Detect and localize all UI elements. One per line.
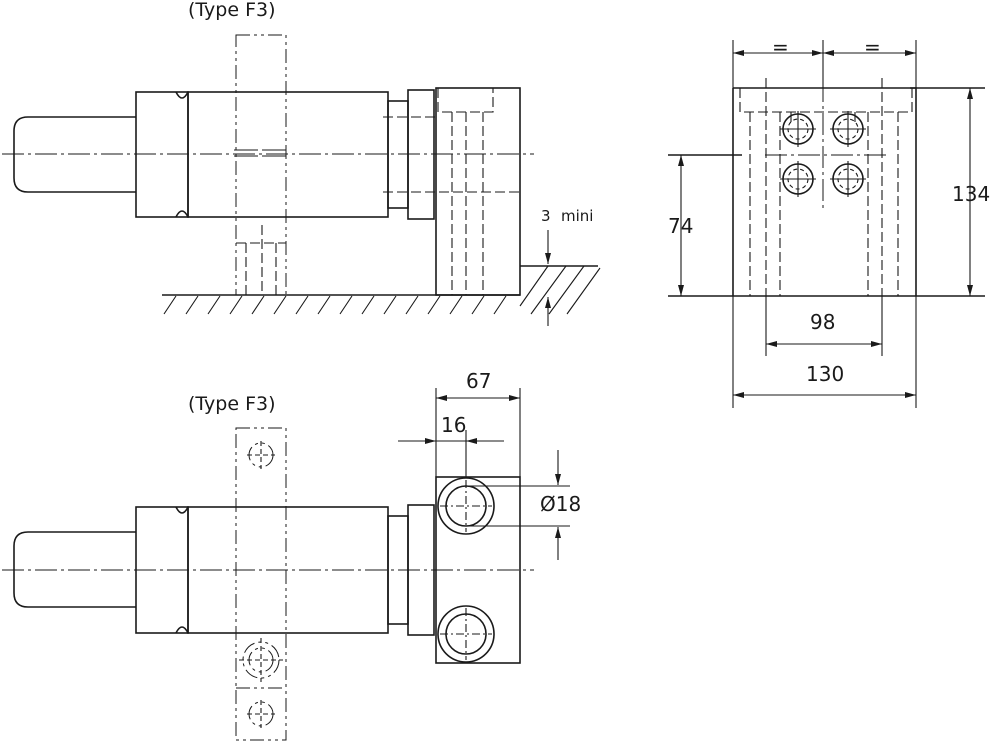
phantom-foot [235, 34, 287, 296]
dim-134: 134 [952, 182, 990, 206]
end-view: = = 134 74 98 130 [668, 35, 990, 408]
equal-right: = [864, 35, 881, 59]
bolt-hole-3 [780, 161, 816, 197]
equal-left: = [772, 35, 789, 59]
dim-74: 74 [668, 214, 693, 238]
dim-67: 67 [466, 369, 491, 393]
plan-view: (Type F3) 67 [2, 369, 581, 741]
bolt-hole-1 [780, 111, 816, 147]
bolt-hole-4 [830, 161, 866, 197]
clearance-value: 3 [541, 207, 551, 225]
phantom-foot-plan [235, 427, 287, 741]
dim-98: 98 [810, 310, 835, 334]
type-label-top: (Type F3) [188, 0, 276, 21]
bolt-hole-2 [830, 111, 866, 147]
side-view: (Type F3) 3 mini [2, 0, 601, 326]
end-view-block [732, 87, 917, 296]
dim-16: 16 [441, 413, 466, 437]
clearance-unit: mini [561, 207, 593, 225]
dim-diameter-18: Ø18 [540, 492, 581, 516]
dim-130: 130 [806, 362, 844, 386]
type-label-bottom: (Type F3) [188, 393, 276, 415]
block-hole-bottom [437, 605, 495, 663]
